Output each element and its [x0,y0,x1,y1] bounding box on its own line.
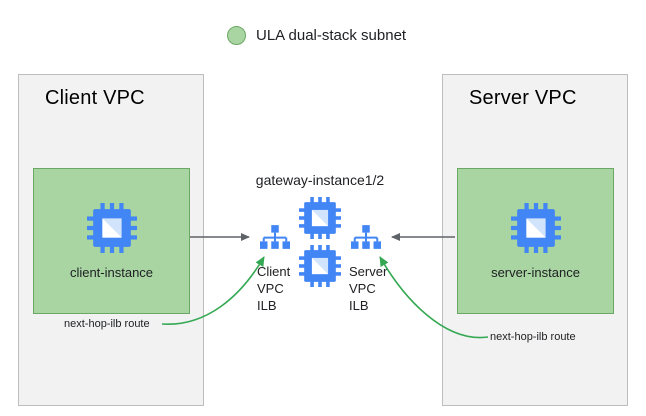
server-ilb-label-line3: ILB [349,298,369,313]
subnet-legend-swatch-icon [227,26,246,45]
legend: ULA dual-stack subnet [227,26,406,45]
compute-instance-icon [510,202,561,253]
compute-instance-icon [86,202,137,253]
server-subnet-box: server-instance [457,168,614,314]
server-ilb-label-line1: Server [349,264,388,279]
load-balancer-icon [351,225,381,249]
client-vpc-box: Client VPC client-instance [18,74,204,406]
gateway-instances-label: gateway-instance1/2 [255,172,385,188]
server-next-hop-route-label: next-hop-ilb route [490,331,576,343]
client-ilb-label-line2: VPC [257,281,284,296]
server-vpc-box: Server VPC server-instance [442,74,628,406]
subnet-legend-label: ULA dual-stack subnet [256,27,407,44]
client-ilb-label-line3: ILB [257,298,277,313]
gateway-compute-instance-icon [299,197,341,239]
server-vpc-title: Server VPC [469,87,577,109]
server-ilb-label-line2: VPC [349,281,376,296]
client-vpc-title: Client VPC [45,87,145,109]
client-subnet-box: client-instance [33,168,190,314]
client-ilb-label: Client VPC ILB [257,263,290,314]
gateway-compute-instance-icon [299,245,341,287]
client-next-hop-route-label: next-hop-ilb route [64,318,150,330]
client-instance-label: client-instance [69,264,154,280]
server-instance-label: server-instance [491,264,580,280]
client-ilb-label-line1: Client [257,264,291,279]
load-balancer-icon [260,225,290,249]
server-ilb-label: Server VPC ILB [349,263,387,314]
